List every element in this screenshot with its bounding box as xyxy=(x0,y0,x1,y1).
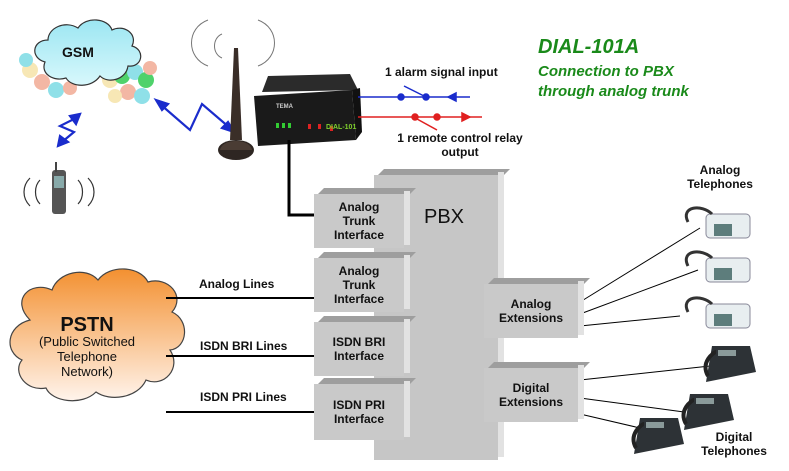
digital-telephone-icon xyxy=(703,346,756,382)
isdn-bri-lines-label: ISDN BRI Lines xyxy=(200,339,288,353)
antenna-icon xyxy=(218,48,254,160)
pstn-label: PSTN (Public Switched Telephone Network) xyxy=(38,314,136,379)
gsm-cloud xyxy=(34,19,142,86)
mobile-phone-icon xyxy=(23,162,95,214)
pstn-cloud xyxy=(9,268,186,402)
alarm-input-label: 1 alarm signal input xyxy=(385,65,498,79)
analog-telephones-label: Analog Telephones xyxy=(687,163,753,191)
dial-101-device xyxy=(254,74,362,146)
digital-telephones-label: Digital Telephones xyxy=(701,430,767,458)
analog-lines-label: Analog Lines xyxy=(199,277,275,291)
gsm-link-icon xyxy=(153,98,237,134)
device-to-pbx-cable xyxy=(287,140,314,217)
device-model-label: DIAL-101 xyxy=(326,124,357,131)
gsm-label: GSM xyxy=(62,44,94,60)
extension-lines xyxy=(579,227,711,429)
device-brand-label: TEMA xyxy=(276,104,293,110)
antenna-signal-icon xyxy=(191,19,275,67)
mobile-link-icon xyxy=(56,112,82,148)
relay-output-label: 1 remote control relay output xyxy=(397,131,523,159)
diagram-title: DIAL-101A xyxy=(538,36,640,58)
digital-telephone-icon xyxy=(681,394,734,430)
diagram-subtitle: Connection to PBX through analog trunk xyxy=(538,63,689,100)
pbx-label: PBX xyxy=(424,206,465,228)
digital-telephone-icon xyxy=(631,418,684,454)
alarm-input-line xyxy=(358,85,470,103)
analog-telephone-icon xyxy=(684,250,751,283)
analog-telephone-icon xyxy=(684,296,751,329)
pstn-lines xyxy=(166,297,314,413)
analog-telephone-icon xyxy=(684,206,751,239)
isdn-pri-lines-label: ISDN PRI Lines xyxy=(200,390,287,404)
relay-output-line xyxy=(358,111,482,131)
